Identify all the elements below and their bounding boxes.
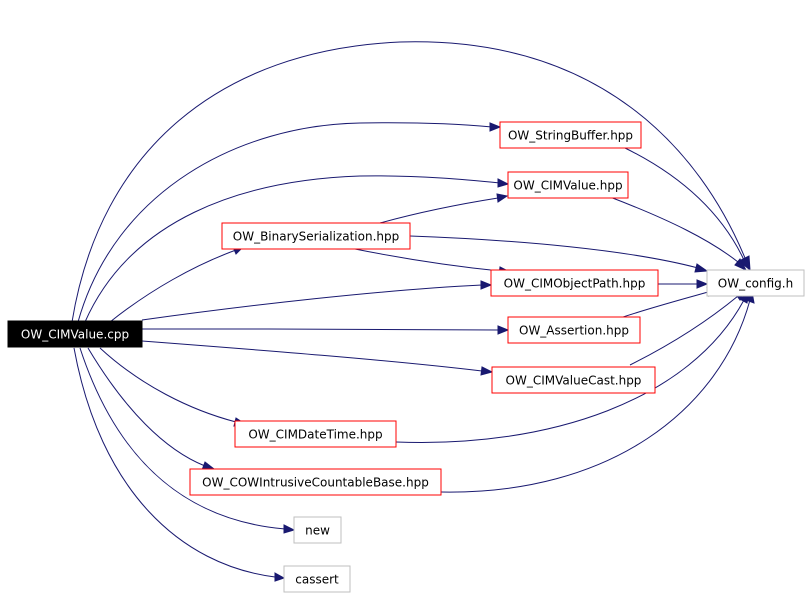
edge-cimobjectpath-to-config (658, 279, 709, 289)
edge-cpp-to-cowintrusive (87, 347, 216, 471)
nodes-layer: OW_CIMValue.cpp OW_StringBuffer.hpp OW_C… (7, 121, 805, 593)
node-ow-assertion-hpp[interactable]: OW_Assertion.hpp (507, 316, 641, 344)
node-label: OW_CIMValueCast.hpp (506, 374, 642, 388)
node-label: OW_CIMDateTime.hpp (248, 428, 382, 442)
edge-stringbuffer-to-config (624, 147, 750, 271)
edge-cpp-to-cimvalue-hpp (84, 175, 510, 323)
edge-binaryserialization-to-cimobjectpath (354, 248, 512, 276)
node-label: OW_config.h (718, 277, 793, 291)
node-ow-cimdatetime-hpp[interactable]: OW_CIMDateTime.hpp (234, 420, 397, 448)
node-label: OW_StringBuffer.hpp (508, 129, 633, 143)
edges-layer (71, 41, 755, 582)
node-ow-cimobjectpath-hpp[interactable]: OW_CIMObjectPath.hpp (490, 269, 659, 297)
edge-cpp-to-cimobjectpath (141, 280, 493, 321)
node-ow-cimvaluecast-hpp[interactable]: OW_CIMValueCast.hpp (491, 366, 656, 394)
node-cassert[interactable]: cassert (283, 565, 351, 593)
edge-binaryserialization-to-cimvalue-hpp (379, 193, 509, 224)
edge-cpp-to-cassert (73, 347, 286, 582)
node-label: OW_Assertion.hpp (519, 324, 629, 338)
edge-cimvalue-hpp-to-config (609, 196, 748, 272)
node-ow-config-h[interactable]: OW_config.h (706, 269, 805, 297)
node-ow-binaryserialization-hpp[interactable]: OW_BinarySerialization.hpp (221, 222, 411, 250)
edge-cpp-to-assertion (141, 325, 510, 335)
node-label: OW_COWIntrusiveCountableBase.hpp (202, 476, 429, 490)
node-label: cassert (295, 573, 339, 587)
node-label: OW_CIMValue.hpp (513, 179, 622, 193)
node-label: OW_CIMValue.cpp (21, 328, 129, 342)
node-ow-stringbuffer-hpp[interactable]: OW_StringBuffer.hpp (499, 121, 642, 149)
edge-cpp-to-cimvaluecast (141, 340, 494, 376)
edge-cpp-to-stringbuffer (77, 122, 502, 323)
edge-cpp-to-binaryserialization (109, 246, 245, 323)
node-label: OW_CIMObjectPath.hpp (504, 277, 646, 291)
node-ow-cimvalue-cpp[interactable]: OW_CIMValue.cpp (7, 320, 143, 348)
node-ow-cowintrusivecountablebase-hpp[interactable]: OW_COWIntrusiveCountableBase.hpp (189, 468, 442, 496)
edge-cpp-to-new (79, 347, 296, 534)
node-ow-cimvalue-hpp[interactable]: OW_CIMValue.hpp (507, 171, 629, 199)
node-label: new (305, 524, 330, 538)
node-new[interactable]: new (293, 516, 342, 544)
edge-binaryserialization-to-config (409, 235, 709, 273)
edge-cpp-to-cimdatetime (99, 347, 247, 427)
node-label: OW_BinarySerialization.hpp (233, 230, 399, 244)
